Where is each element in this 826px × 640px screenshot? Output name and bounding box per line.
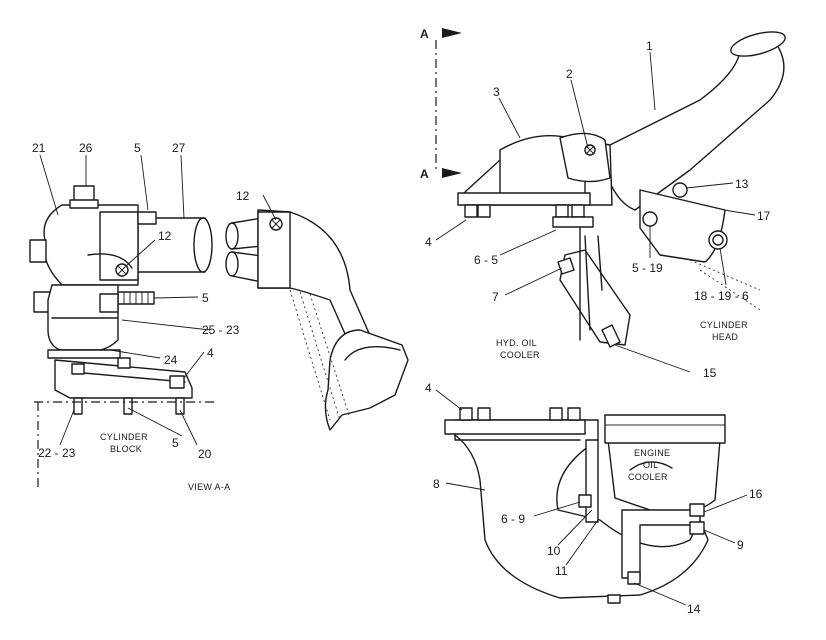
callout-5-top: 5: [134, 141, 141, 155]
callout-12-middle: 12: [236, 189, 250, 203]
callout-18-19-6: 18 - 19 - 6: [694, 289, 749, 303]
hyd-oil-cooler-label-line-2: COOLER: [500, 350, 540, 360]
engine-oil-cooler-label-line-3: COOLER: [628, 472, 668, 482]
callout-27: 27: [172, 141, 186, 155]
callout-21: 21: [32, 141, 46, 155]
cylinder-head-label-line-1: CYLINDER: [700, 320, 748, 330]
view-label: VIEW A-A: [188, 482, 230, 492]
callout-6-5: 6 - 5: [474, 253, 498, 267]
callout-12-left: 12: [158, 229, 172, 243]
callout-20: 20: [198, 447, 212, 461]
engine-oil-cooler-label-line-1: ENGINE: [634, 448, 670, 458]
callout-24: 24: [164, 353, 178, 367]
callout-5-middle: 5: [202, 291, 209, 305]
callout-4-left: 4: [207, 346, 214, 360]
callout-22-23: 22 - 23: [38, 446, 76, 460]
cylinder-block-label-line-2: BLOCK: [110, 444, 142, 454]
callout-5-bottom: 5: [172, 436, 179, 450]
section-marker-top: A: [420, 27, 429, 41]
callout-17: 17: [757, 209, 771, 223]
callout-2: 2: [566, 67, 573, 81]
section-marker: A A: [420, 27, 462, 181]
captions: VIEW A-A CYLINDER BLOCK HYD. OIL COOLER …: [100, 320, 748, 492]
callout-4-upper: 4: [425, 235, 432, 249]
callout-26: 26: [79, 141, 93, 155]
hyd-oil-cooler-label-line-1: HYD. OIL: [496, 338, 537, 348]
callout-11: 11: [555, 564, 568, 578]
leader-lines: [39, 51, 756, 606]
callout-5-19: 5 - 19: [632, 261, 663, 275]
callout-16: 16: [749, 487, 763, 501]
callout-numbers: 1 2 3 13 17 4 6 - 5 5 - 19 18 - 19 - 6 7…: [32, 39, 771, 616]
callout-7: 7: [492, 290, 499, 304]
callout-4-lower: 4: [425, 381, 432, 395]
callout-8: 8: [433, 477, 440, 491]
callout-3: 3: [493, 85, 500, 99]
view-a-a-assembly: [29, 185, 215, 490]
callout-6-9: 6 - 9: [501, 512, 525, 526]
section-marker-bottom: A: [420, 167, 429, 181]
callout-14: 14: [687, 602, 701, 616]
cylinder-head-label-line-2: HEAD: [712, 332, 738, 342]
callout-13: 13: [735, 177, 749, 191]
cylinder-block-label-line-1: CYLINDER: [100, 432, 148, 442]
middle-pipe-sketch: [225, 209, 409, 431]
lower-right-assembly: [444, 407, 726, 604]
engine-oil-cooler-label-line-2: OIL: [643, 460, 658, 470]
callout-10: 10: [547, 544, 561, 558]
callout-15: 15: [703, 366, 717, 380]
upper-right-assembly: [457, 31, 786, 348]
callout-25-23: 25 - 23: [202, 323, 240, 337]
callout-9: 9: [737, 538, 744, 552]
callout-1: 1: [646, 39, 653, 53]
